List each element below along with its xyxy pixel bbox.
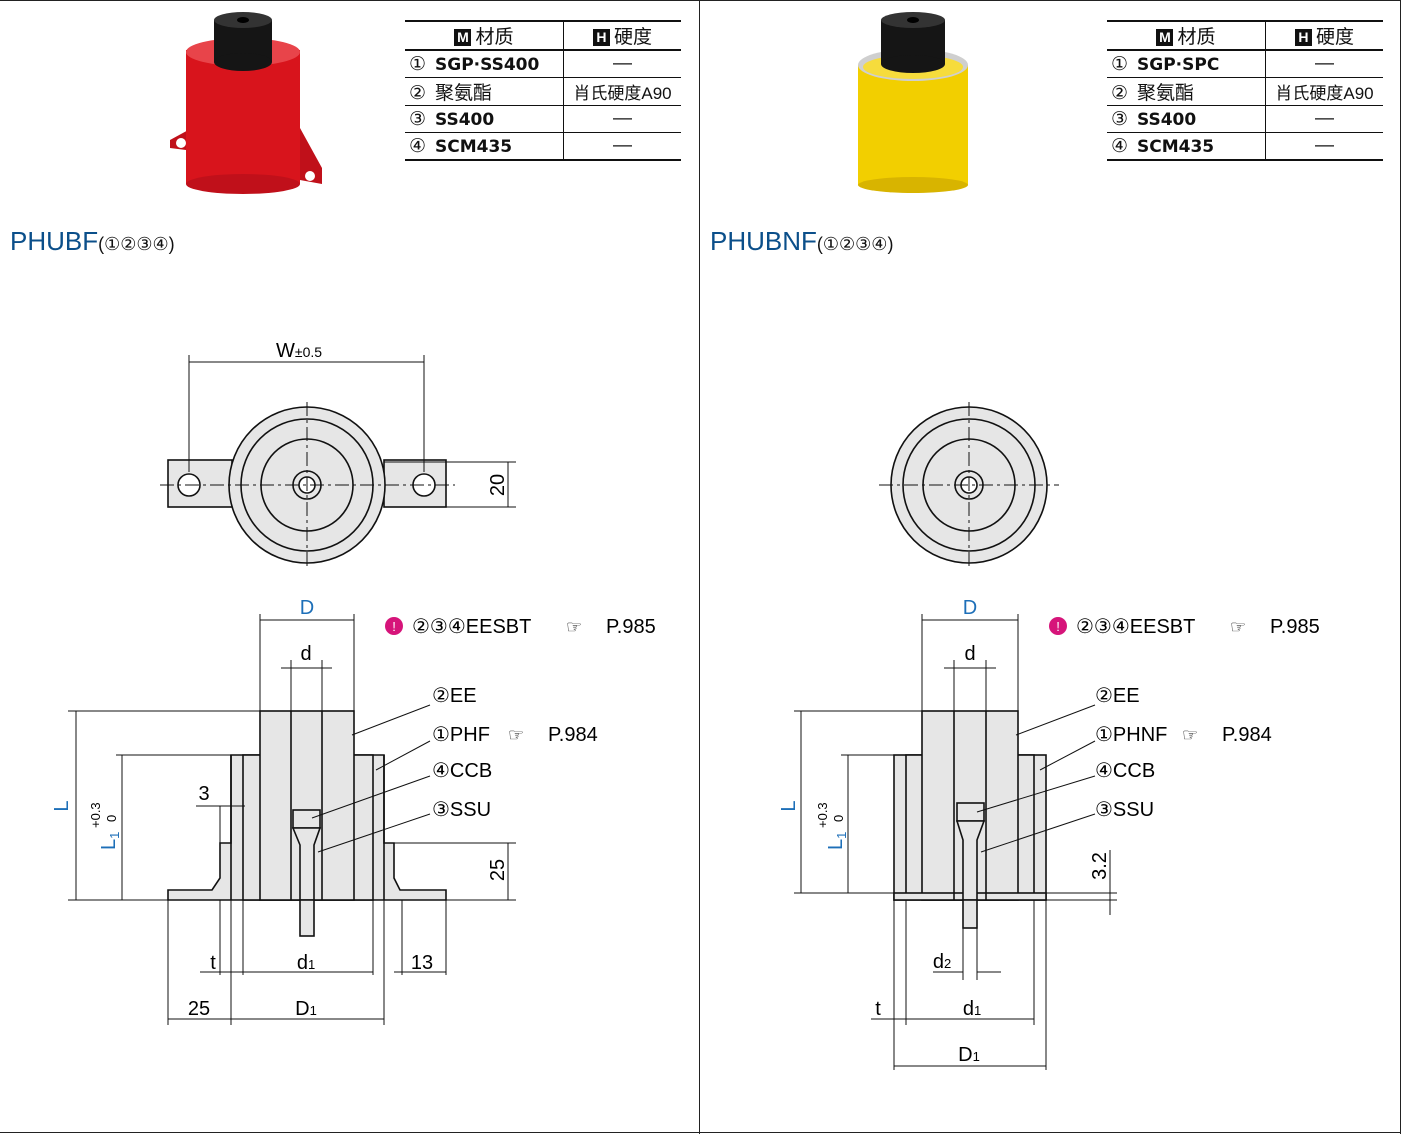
- note-eesbt: ! ②③④EESBT ☞ P.985: [385, 616, 656, 638]
- l1-label: L1 +0.3 0: [815, 802, 849, 850]
- panel-divider: [699, 0, 700, 1134]
- phubf-side-dimensions: [68, 614, 516, 1025]
- pointing-hand-icon: ☞: [566, 617, 582, 637]
- b25-label: 25: [188, 998, 210, 1020]
- d-upper-label: D: [963, 597, 977, 619]
- svg-text:P.984: P.984: [1222, 724, 1272, 746]
- d-lower-label: d: [300, 643, 311, 665]
- callout-ee: ②EE: [1095, 685, 1140, 707]
- phubf-top-view: [160, 402, 455, 570]
- phubnf-top-view: [879, 402, 1059, 570]
- phubnf-side-dimensions: [794, 614, 1117, 1070]
- callout-ssu: ③SSU: [432, 799, 491, 821]
- callout-ee: ②EE: [432, 685, 477, 707]
- h32-label: 3.2: [1089, 852, 1111, 880]
- callout-ccb: ④CCB: [1095, 760, 1155, 782]
- phubf-panel: W±0.5 20: [0, 0, 700, 1134]
- d-lower-label: d: [964, 643, 975, 665]
- phubnf-drawing: D d L L1 +0.3 0 3.2 d2 t d1 D1 ②EE ①PHNF…: [778, 12, 1320, 1070]
- svg-text:P.984: P.984: [548, 724, 598, 746]
- d1-big-label: D1: [295, 998, 317, 1020]
- phubf-w-dimension: [188, 355, 516, 508]
- note-icon: [1049, 617, 1067, 635]
- thirteen-label: 13: [411, 952, 433, 974]
- bottom-border: [0, 1132, 1401, 1133]
- svg-text:P.985: P.985: [1270, 616, 1320, 638]
- callout-ccb: ④CCB: [432, 760, 492, 782]
- top-border: [0, 0, 1401, 1]
- svg-text:P.985: P.985: [606, 616, 656, 638]
- svg-text:+0.3: +0.3: [88, 802, 103, 828]
- phubf-series-title: PHUBF(①②③④): [10, 226, 175, 256]
- d1-label: d1: [963, 998, 981, 1020]
- t25-label: 25: [487, 859, 509, 881]
- note-icon: [385, 617, 403, 635]
- svg-text:②③④EESBT: ②③④EESBT: [412, 616, 531, 638]
- d1-big-label: D1: [958, 1044, 980, 1066]
- w-label: W±0.5: [276, 340, 322, 362]
- phubnf-product-photo: [858, 12, 968, 193]
- callout-ssu: ③SSU: [1095, 799, 1154, 821]
- phubnf-side-view: [893, 710, 1047, 929]
- t-label: t: [875, 998, 881, 1020]
- svg-text:②③④EESBT: ②③④EESBT: [1076, 616, 1195, 638]
- svg-text:!: !: [392, 619, 396, 634]
- svg-text:+0.3: +0.3: [815, 802, 830, 828]
- d1-label: d1: [297, 952, 315, 974]
- svg-text:0: 0: [104, 815, 119, 822]
- svg-text:☞: ☞: [508, 725, 524, 745]
- svg-text:L1: L1: [825, 832, 849, 850]
- svg-text:!: !: [1056, 619, 1060, 634]
- phubf-drawing: W±0.5 20: [51, 12, 656, 1025]
- t-label: t: [210, 952, 216, 974]
- phubf-side-view: [167, 710, 447, 937]
- svg-text:0: 0: [831, 815, 846, 822]
- callout-phnf: ①PHNF ☞ P.984: [1095, 724, 1272, 746]
- d-upper-label: D: [300, 597, 314, 619]
- svg-text:L1: L1: [98, 832, 122, 850]
- phubnf-series-title: PHUBNF(①②③④): [710, 226, 894, 256]
- l-label: L: [51, 800, 73, 811]
- pointing-hand-icon: ☞: [1230, 617, 1246, 637]
- callout-phf: ①PHF ☞ P.984: [432, 724, 598, 746]
- l-label: L: [778, 800, 800, 811]
- phubf-product-photo: [170, 12, 322, 194]
- svg-text:①PHF: ①PHF: [432, 724, 490, 746]
- phubnf-panel: D d L L1 +0.3 0 3.2 d2 t d1 D1 ②EE ①PHNF…: [701, 0, 1401, 1134]
- note-eesbt: ! ②③④EESBT ☞ P.985: [1049, 616, 1320, 638]
- l1-label: L1 +0.3 0: [88, 802, 122, 850]
- height-20-label: 20: [487, 474, 509, 496]
- three-label: 3: [198, 783, 209, 805]
- svg-text:①PHNF: ①PHNF: [1095, 724, 1167, 746]
- d2-label: d2: [933, 951, 951, 973]
- svg-text:☞: ☞: [1182, 725, 1198, 745]
